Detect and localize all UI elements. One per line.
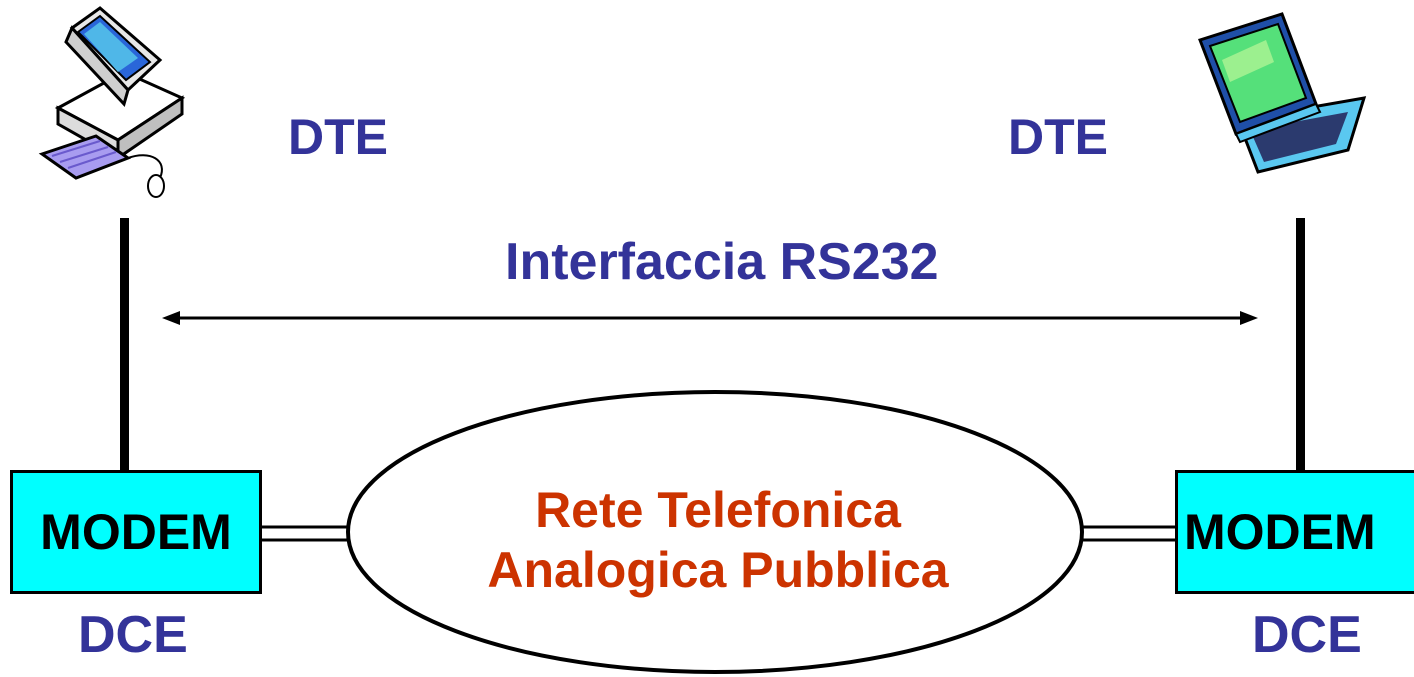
network-label-line1: Rete Telefonica	[535, 482, 901, 538]
desktop-computer-icon	[38, 6, 186, 198]
rs232-arrowhead-left	[162, 311, 180, 325]
rs232-arrowhead-right	[1240, 311, 1258, 325]
right-dce-label: DCE	[1252, 606, 1362, 664]
network-ellipse	[346, 390, 1084, 674]
right-link-double-line	[1080, 525, 1175, 542]
right-vertical-line	[1296, 218, 1305, 470]
laptop-computer-icon	[1198, 12, 1367, 174]
left-dte-label: DTE	[288, 109, 388, 165]
left-modem-box: MODEM	[10, 470, 262, 594]
right-modem-box: MODEM	[1175, 470, 1414, 594]
left-vertical-line	[120, 218, 129, 470]
network-label: Rete Telefonica Analogica Pubblica	[358, 480, 1078, 600]
network-label-line2: Analogica Pubblica	[487, 542, 949, 598]
right-dte-label: DTE	[1008, 109, 1108, 165]
left-link-double-line	[262, 525, 350, 542]
right-modem-label: MODEM	[1184, 504, 1376, 560]
interface-label: Interfaccia RS232	[505, 233, 939, 291]
left-dce-label: DCE	[78, 606, 188, 664]
left-modem-label: MODEM	[40, 504, 232, 560]
